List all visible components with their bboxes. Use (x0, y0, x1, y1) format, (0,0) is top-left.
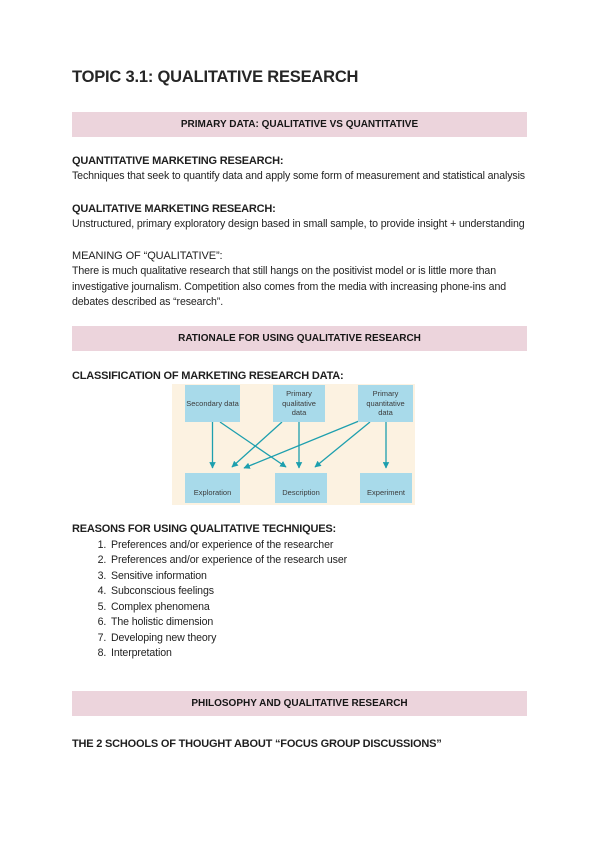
body-meaning-line-1: There is much qualitative research that … (72, 265, 496, 278)
diagram-box-experiment: Experiment (360, 472, 412, 503)
arrow-quantitative-to-exploration-icon (243, 420, 360, 469)
arrow-qualitative-to-exploration-icon (231, 421, 283, 468)
heading-quantitative-research: QUANTITATIVE MARKETING RESEARCH: (72, 155, 284, 167)
banner-label-philosophy: PHILOSOPHY AND QUALITATIVE RESEARCH (191, 697, 408, 709)
diagram-box-primary-qualitative-data: Primary qualitative data (273, 384, 325, 422)
list-item: The holistic dimension (109, 615, 527, 631)
heading-two-schools: THE 2 SCHOOLS OF THOUGHT ABOUT “FOCUS GR… (72, 737, 442, 750)
body-meaning-line-3: debates described as “research”. (72, 296, 224, 309)
banner-label-primary-data: PRIMARY DATA: QUALITATIVE VS QUANTITATIV… (180, 119, 419, 130)
section-banner-philosophy: PHILOSOPHY AND QUALITATIVE RESEARCH (72, 690, 527, 716)
diagram-box-exploration: Exploration (185, 472, 240, 503)
classification-diagram: Secondary data Primary qualitative data … (172, 383, 415, 505)
page-title: TOPIC 3.1: QUALITATIVE RESEARCH (72, 68, 359, 86)
heading-classification: CLASSIFICATION OF MARKETING RESEARCH DAT… (72, 369, 344, 382)
diagram-box-secondary-data: Secondary data (185, 384, 240, 422)
list-item: Subconscious feelings (109, 584, 527, 600)
diagram-arrow-layer (209, 420, 390, 469)
diagram-box-description: Description (275, 472, 327, 503)
body-meaning-line-2: investigative journalism. Competition al… (72, 280, 506, 293)
heading-meaning-qualitative: MEANING OF “QUALITATIVE”: (72, 250, 223, 263)
list-item: Preferences and/or experience of the res… (109, 553, 527, 569)
list-item: Interpretation (109, 646, 527, 662)
arrow-secondary-to-description-icon (219, 421, 287, 468)
reasons-list: Preferences and/or experience of the res… (72, 538, 527, 662)
list-item: Developing new theory (109, 631, 527, 647)
heading-reasons: REASONS FOR USING QUALITATIVE TECHNIQUES… (72, 522, 336, 535)
banner-label-rationale: RATIONALE FOR USING QUALITATIVE RESEARCH (178, 332, 421, 344)
body-qualitative-research: Unstructured, primary exploratory design… (72, 217, 525, 230)
section-banner-rationale: RATIONALE FOR USING QUALITATIVE RESEARCH (72, 325, 527, 351)
diagram-box-primary-quantitative-data: Primary quantitative data (358, 384, 413, 422)
body-meaning-qualitative: There is much qualitative research that … (72, 264, 527, 311)
list-item: Sensitive information (109, 569, 527, 585)
page-content: TOPIC 3.1: QUALITATIVE RESEARCH PRIMARY … (0, 0, 600, 752)
arrow-quantitative-to-description-icon (314, 421, 371, 468)
list-item: Preferences and/or experience of the res… (109, 538, 527, 554)
heading-qualitative-research: QUALITATIVE MARKETING RESEARCH: (72, 202, 276, 215)
list-item: Complex phenomena (109, 600, 527, 616)
section-banner-primary-data: PRIMARY DATA: QUALITATIVE VS QUANTITATIV… (72, 112, 527, 137)
body-quantitative-research: Techniques that seek to quantify data an… (72, 170, 525, 182)
